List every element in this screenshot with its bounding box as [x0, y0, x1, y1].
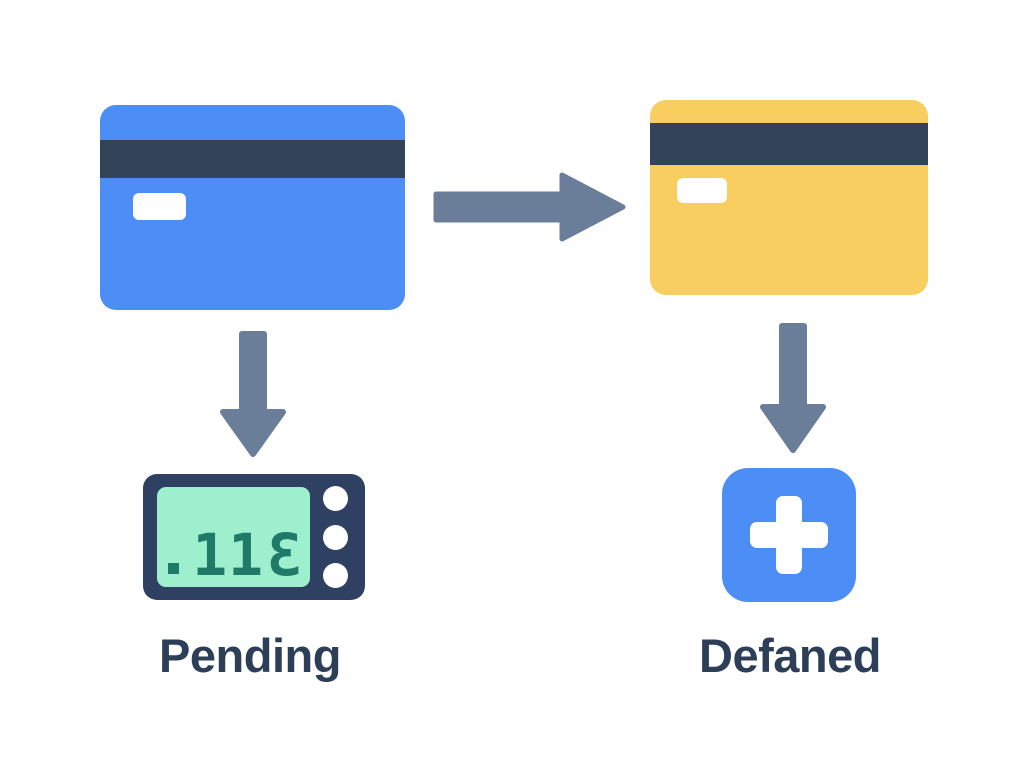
credit-card-defaned[interactable]	[650, 100, 928, 295]
credit-card-pending[interactable]	[100, 105, 405, 310]
device-button-2[interactable]	[322, 524, 348, 550]
label-defaned: Defaned	[699, 629, 881, 682]
card-chip	[677, 178, 727, 203]
meter-icon[interactable]: 11 3	[143, 474, 365, 600]
magnetic-stripe	[100, 140, 405, 178]
label-pending: Pending	[159, 629, 341, 682]
readout-mirrored-digit: 3	[266, 520, 302, 587]
magnetic-stripe	[650, 123, 928, 165]
readout-digits: 11	[192, 520, 265, 587]
plus-icon[interactable]	[722, 468, 856, 602]
device-button-group	[318, 486, 352, 588]
device-button-3[interactable]	[322, 563, 348, 588]
arrow-right-icon	[433, 172, 626, 242]
card-chip	[133, 193, 186, 220]
device-screen: 11 3	[157, 487, 310, 587]
readout-decimal-point	[168, 563, 180, 574]
plus-horizontal-bar	[750, 522, 828, 548]
device-button-1[interactable]	[322, 486, 348, 511]
device-readout: 11 3	[168, 520, 302, 587]
arrow-down-icon	[760, 323, 826, 453]
arrow-down-icon	[220, 331, 286, 457]
